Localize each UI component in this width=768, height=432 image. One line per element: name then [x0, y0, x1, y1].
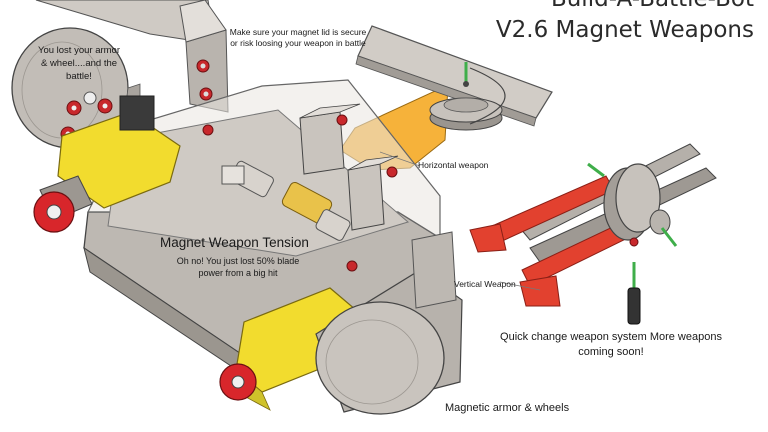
weapon-magnet-small	[629, 237, 639, 247]
lid-magnet-d	[346, 260, 358, 272]
callout-tension-subtitle: Oh no! You just lost 50% blade power fro…	[176, 256, 300, 278]
callout-armor-lost: You lost your armor & wheel....and the b…	[37, 45, 121, 82]
magnet-block-1	[299, 103, 361, 175]
lid-magnet-c	[202, 124, 214, 136]
callout-vertical-weapon: Vertical Weapon	[454, 279, 516, 289]
magnet-block-2	[347, 155, 399, 231]
leader-vertical	[499, 281, 541, 291]
weapon-belt	[469, 67, 506, 125]
callout-magnet-lid: Make sure your magnet lid is secure or r…	[229, 27, 367, 48]
callout-magnetic-armor: Magnetic armor & wheels	[445, 402, 570, 414]
switch-block	[221, 165, 245, 185]
lid-magnet-b	[386, 166, 398, 178]
vertical-weapon-blade-bottom	[519, 275, 561, 307]
lid-magnet-a	[336, 114, 348, 126]
title-line-1: Build-A-Battle-Bot	[551, 0, 754, 12]
armor-axle-hole	[83, 91, 97, 105]
vertical-weapon-drum	[603, 163, 671, 241]
callout-tension-title: Magnet Weapon Tension	[160, 235, 309, 250]
horizontal-weapon-pin	[463, 62, 469, 87]
bracket-magnet-1	[196, 59, 210, 73]
leader-horizontal	[379, 151, 421, 167]
bottom-drive-gear	[219, 363, 257, 401]
armor-magnet-b	[97, 98, 113, 114]
bottom-wheel	[315, 301, 445, 415]
vertical-weapon-mount	[411, 231, 457, 309]
callout-horizontal-weapon: Horizontal weapon	[418, 160, 489, 170]
bracket-magnet-2	[199, 87, 213, 101]
callout-quick-change: Quick change weapon system More weapons …	[500, 331, 722, 358]
left-drive-gear	[33, 191, 75, 233]
armor-magnet-a	[66, 100, 82, 116]
vertical-weapon-blade-top	[469, 223, 507, 253]
horizontal-weapon-disc	[429, 97, 503, 131]
weapon-magnet-post	[627, 287, 641, 325]
drive-shaft	[230, 160, 351, 241]
vertical-weapon-axles	[587, 162, 678, 288]
title-line-2: V2.6 Magnet Weapons	[495, 17, 754, 43]
